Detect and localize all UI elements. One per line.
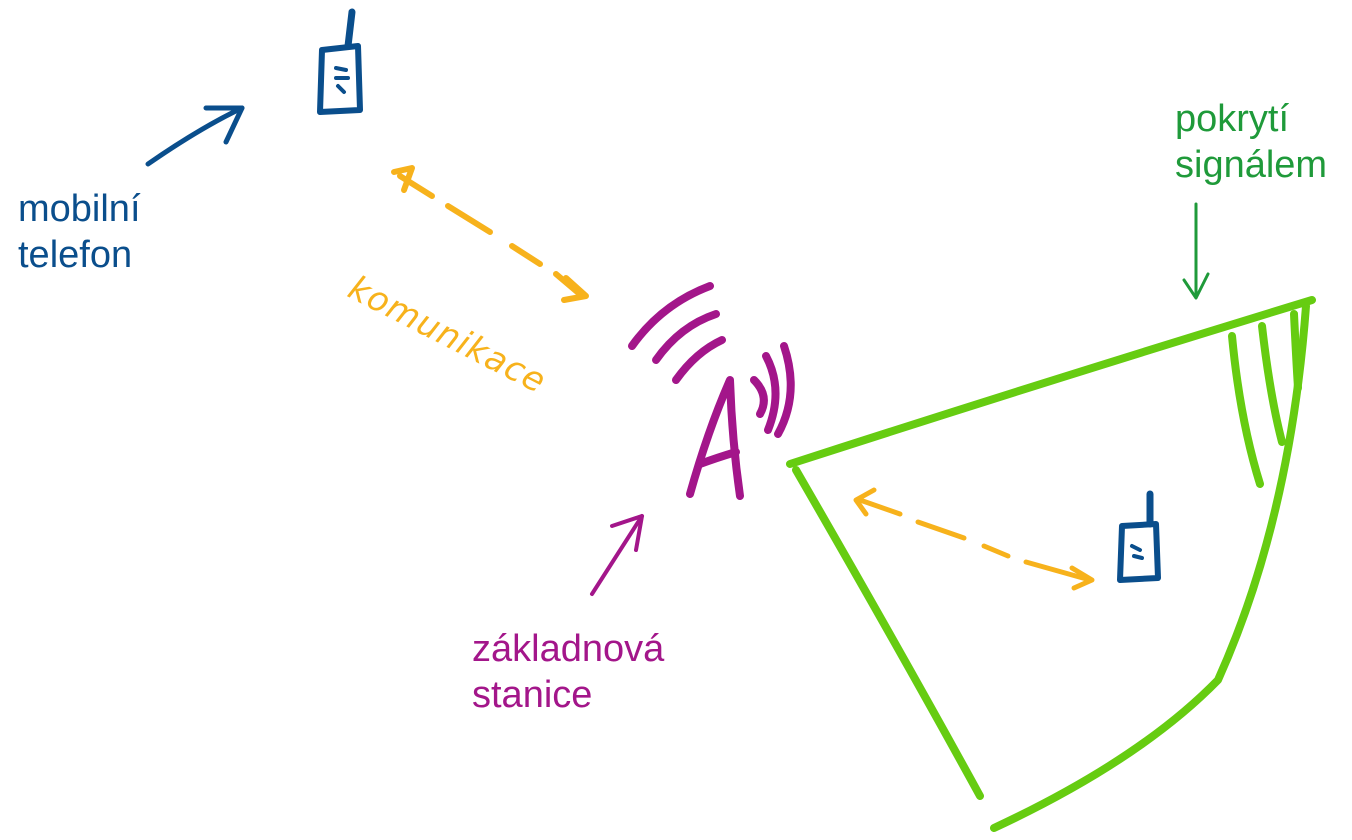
mobile-phone-icon <box>317 8 363 115</box>
communication-arrow <box>391 165 589 303</box>
base-station-label-line-1: základnová <box>472 628 665 670</box>
coverage-area <box>786 296 1316 832</box>
base-station-pointer-arrow <box>590 514 644 596</box>
antenna-icon <box>628 282 795 500</box>
communication-arrow-2 <box>853 487 1095 591</box>
base-station-label-line-2: stanice <box>472 674 593 716</box>
mobile-phone-icon-2 <box>1117 490 1161 583</box>
coverage-pointer-arrow <box>1182 202 1210 300</box>
mobile-phone-label: mobilní telefon <box>18 186 141 278</box>
mobile-phone-label-line-1: mobilní <box>18 188 141 230</box>
phone-pointer-arrow <box>145 105 245 167</box>
mobile-phone-label-line-2: telefon <box>18 234 133 276</box>
coverage-label-line-2: signálem <box>1175 144 1328 186</box>
base-station-label: základnová stanice <box>472 626 664 718</box>
coverage-label: pokrytí signálem <box>1175 96 1327 188</box>
coverage-label-line-1: pokrytí <box>1175 98 1290 140</box>
